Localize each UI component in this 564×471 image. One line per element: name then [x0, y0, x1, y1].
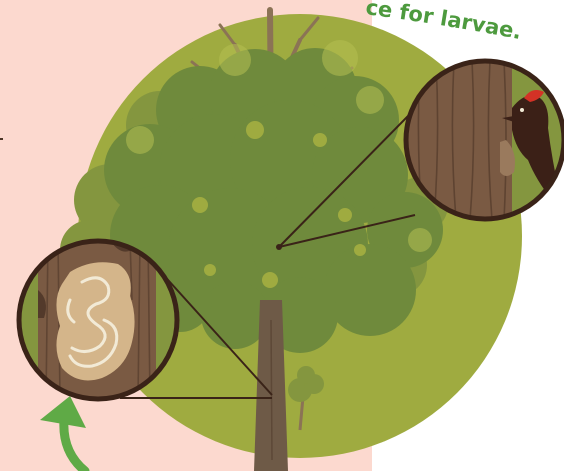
leader-anchor-dot [276, 244, 282, 250]
tree-trunk [254, 300, 288, 471]
